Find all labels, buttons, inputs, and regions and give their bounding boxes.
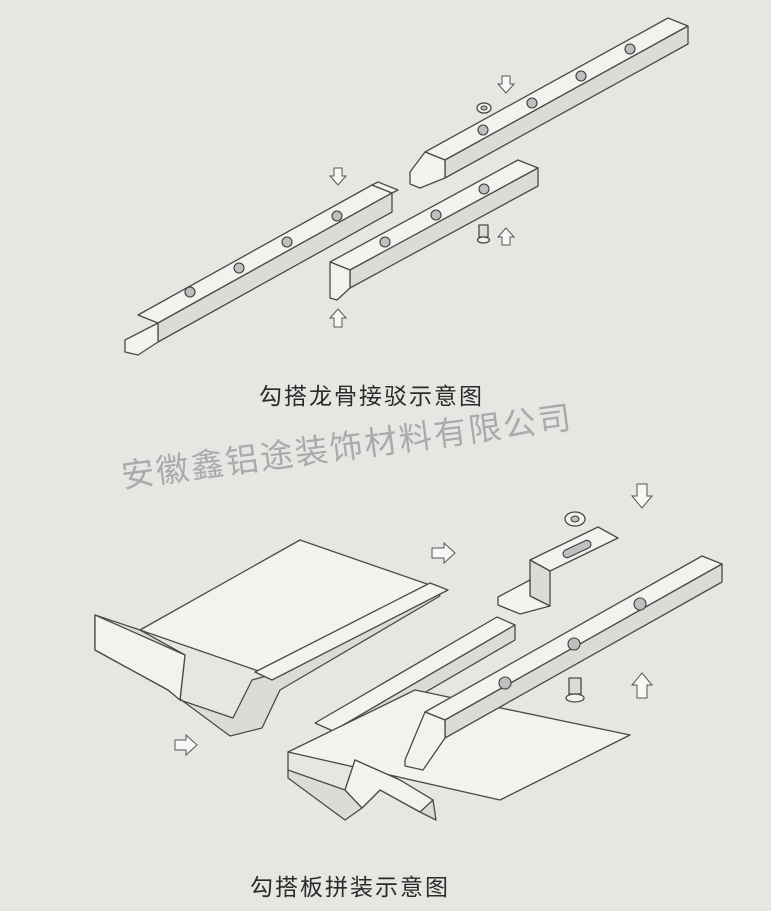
middle-z-channel	[329, 159, 539, 301]
clip-bracket	[497, 526, 619, 615]
right-arrow-icon	[431, 541, 456, 565]
right-channel	[404, 555, 723, 771]
bottom-diagram-caption: 勾搭板拼装示意图	[250, 875, 450, 901]
top-figure-keel-splice	[124, 17, 689, 356]
up-arrow-icon	[630, 672, 654, 699]
down-arrow-icon	[630, 483, 654, 509]
upper-z-channel	[409, 17, 689, 189]
nut-icon	[564, 511, 586, 527]
bottom-figure-panel-assembly	[94, 483, 723, 821]
up-arrow-icon	[328, 308, 348, 328]
nut-icon	[476, 102, 492, 114]
left-z-channel	[124, 181, 399, 356]
right-arrow-icon	[174, 733, 198, 757]
down-arrow-icon	[328, 167, 348, 186]
down-arrow-icon	[496, 75, 516, 94]
lower-hook-panel	[287, 689, 631, 821]
bolt-icon	[476, 224, 491, 244]
bolt-icon	[565, 677, 585, 703]
top-diagram-caption: 勾搭龙骨接驳示意图	[259, 384, 484, 410]
up-arrow-icon	[496, 227, 516, 246]
left-hook-panel	[94, 539, 449, 737]
